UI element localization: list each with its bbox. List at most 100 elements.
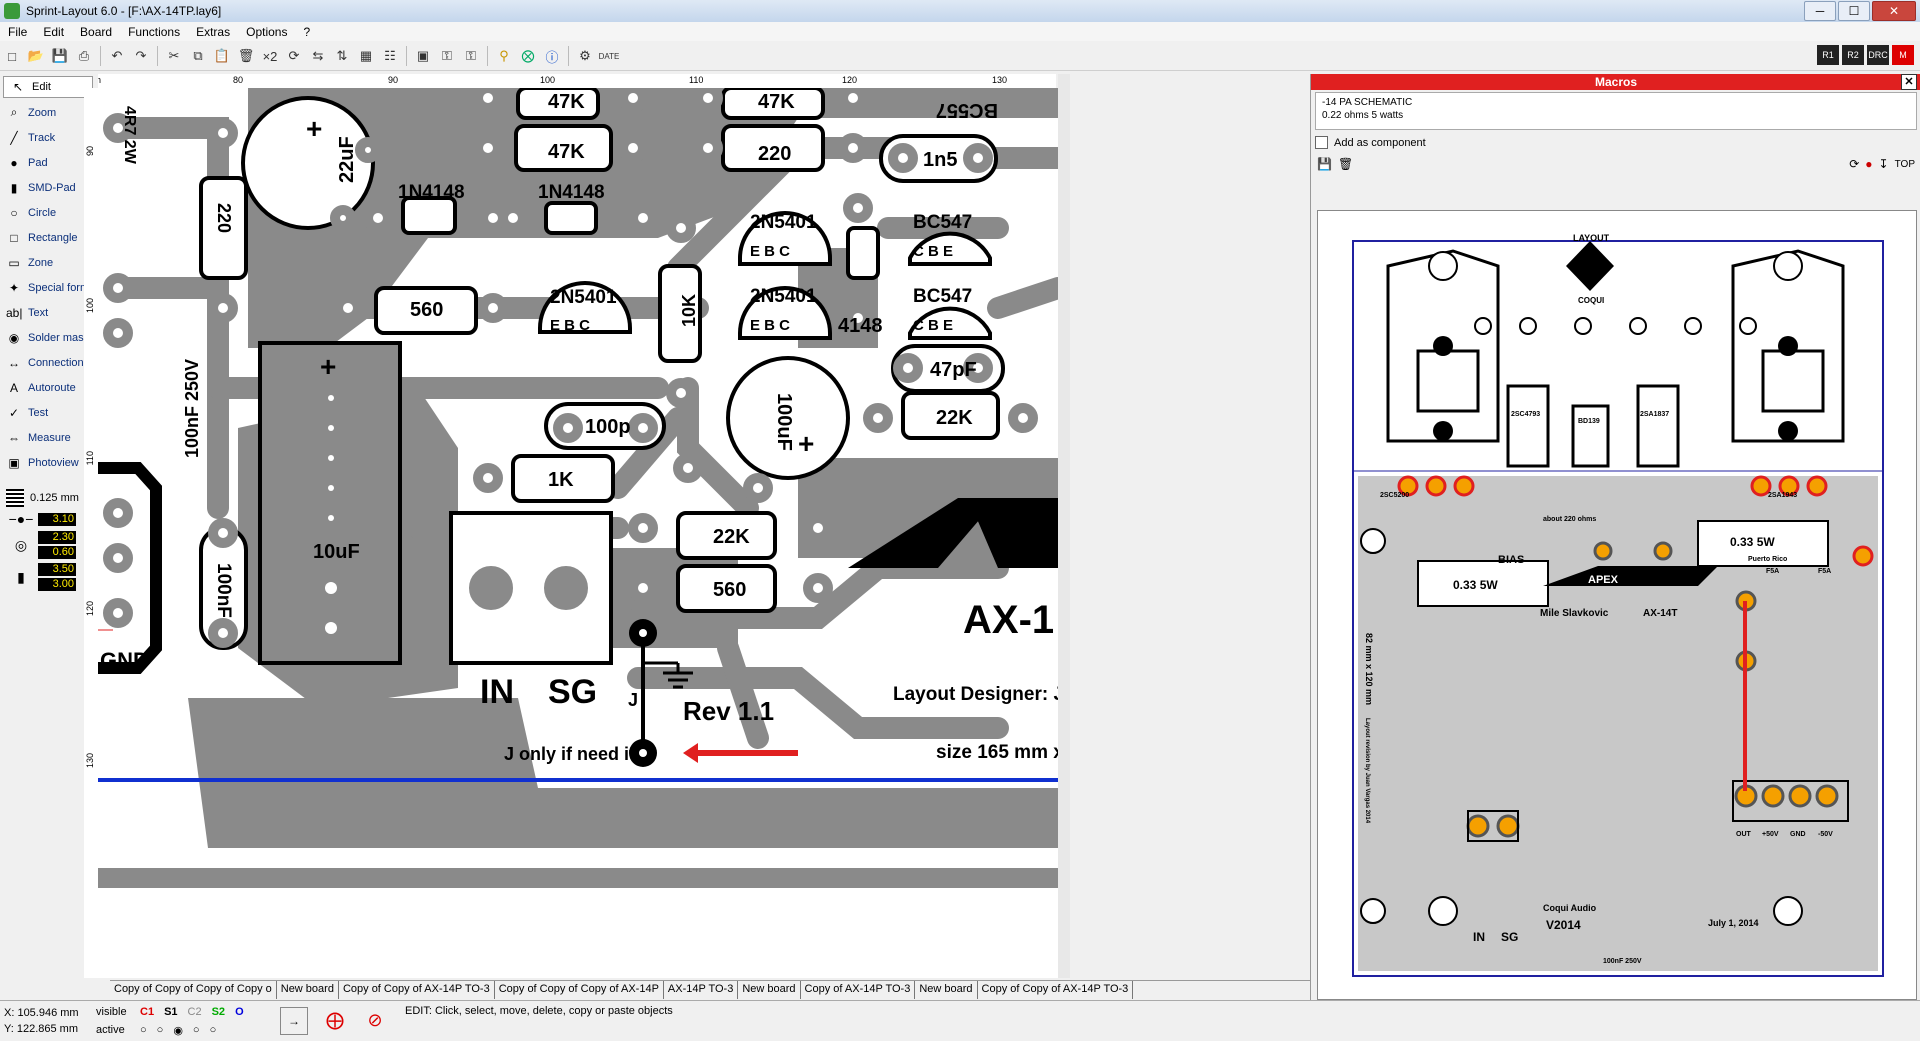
board-tab[interactable]: Copy of Copy of Copy of Copy o xyxy=(110,981,277,999)
pad-outer-value[interactable]: 2.30 xyxy=(38,531,76,544)
cut-icon[interactable]: ✂ xyxy=(168,48,180,63)
pad-size-control[interactable]: ◎ 2.30 0.60 xyxy=(4,531,96,559)
close-button[interactable]: ✕ xyxy=(1872,1,1916,21)
board-tab[interactable]: Copy of Copy of Copy of AX-14P xyxy=(495,981,664,999)
pcb-canvas[interactable]: 47K 47K 47K 220 1n5 BC557 22uF + 220 4R7… xyxy=(98,88,1058,978)
m-button[interactable]: M xyxy=(1892,45,1914,65)
radio-c2[interactable]: ◉ xyxy=(173,1024,183,1037)
board-tab[interactable]: New board xyxy=(277,981,339,999)
macro-list[interactable]: -14 PA SCHEMATIC 0.22 ohms 5 watts xyxy=(1315,92,1917,130)
board-tab[interactable]: Copy of AX-14P TO-3 xyxy=(801,981,916,999)
menu-edit[interactable]: Edit xyxy=(43,24,65,39)
record-icon[interactable]: ● xyxy=(1865,157,1873,171)
radio-s2[interactable]: ○ xyxy=(192,1024,200,1036)
crosshair-icon[interactable]: ⨁ xyxy=(326,1010,344,1030)
tool-circle[interactable]: ○Circle xyxy=(0,200,96,225)
rotate-icon[interactable]: ⟳ xyxy=(288,48,300,63)
tool-zone[interactable]: ▭Zone xyxy=(0,250,96,275)
macro-item[interactable]: -14 PA SCHEMATIC xyxy=(1322,97,1413,108)
save-icon[interactable]: 💾 xyxy=(51,48,69,63)
snap-icon[interactable]: ☷ xyxy=(384,48,396,63)
save-icon[interactable]: 💾 xyxy=(1317,157,1332,171)
radio-c1[interactable]: ○ xyxy=(140,1024,147,1036)
unlock-icon[interactable]: ⚿ xyxy=(466,48,476,63)
macro-item[interactable]: 0.22 ohms 5 watts xyxy=(1322,110,1404,121)
layer-c2[interactable]: C2 xyxy=(187,1006,202,1018)
paste-icon[interactable]: 📋 xyxy=(213,48,231,63)
tool-measure[interactable]: ⇔Measure xyxy=(0,425,96,450)
board-tab[interactable]: New board xyxy=(915,981,978,999)
grid-size[interactable]: 0.125 mm xyxy=(0,489,96,507)
track-width-control[interactable]: −●− 3.10 xyxy=(4,511,96,527)
tool-test[interactable]: ✓Test xyxy=(0,400,96,425)
menu-help[interactable]: ? xyxy=(303,24,311,39)
open-folder-icon[interactable]: 📂 xyxy=(27,48,45,63)
delete-icon[interactable]: 🗑 xyxy=(1337,157,1354,171)
menu-options[interactable]: Options xyxy=(246,24,288,39)
redo-icon[interactable]: ↷ xyxy=(135,48,147,63)
pad-inner-value[interactable]: 0.60 xyxy=(38,546,76,559)
menu-extras[interactable]: Extras xyxy=(196,24,231,39)
smd-height-value[interactable]: 3.00 xyxy=(38,578,76,591)
tool-special-form[interactable]: ✦Special form xyxy=(0,275,96,300)
mirror-vertical-icon[interactable]: ⇅ xyxy=(336,48,348,63)
menu-functions[interactable]: Functions xyxy=(128,24,181,39)
minimize-button[interactable]: ─ xyxy=(1804,1,1836,21)
refresh-icon[interactable]: ⟳ xyxy=(1849,157,1860,171)
drc-button[interactable]: DRC xyxy=(1867,45,1889,65)
no-connection-icon[interactable]: ⊘ xyxy=(367,1010,383,1030)
menu-board[interactable]: Board xyxy=(80,24,113,39)
macro-preview[interactable]: LAYOUT COQUI 2SC4793 BD139 2SA1837 2SC52… xyxy=(1317,210,1917,1000)
undo-icon[interactable]: ↶ xyxy=(111,48,123,63)
tool-photoview[interactable]: ▣Photoview xyxy=(0,450,96,475)
r1-button[interactable]: R1 xyxy=(1817,45,1839,65)
settings-gear-icon[interactable]: ⚙ xyxy=(579,48,591,63)
zoom-icon[interactable]: ⚲ xyxy=(499,48,509,63)
new-file-icon[interactable]: □ xyxy=(8,48,16,64)
group-icon[interactable]: ▣ xyxy=(416,48,430,63)
smd-width-value[interactable]: 3.50 xyxy=(38,563,76,576)
layer-s2[interactable]: S2 xyxy=(211,1006,226,1018)
print-icon[interactable]: ⎙ xyxy=(78,48,90,63)
preview-dims: 82 mm x 120 mm xyxy=(1364,633,1374,705)
tool-rectangle[interactable]: □Rectangle xyxy=(0,225,96,250)
board-tab[interactable]: New board xyxy=(738,981,801,999)
mirror-horizontal-icon[interactable]: ⇆ xyxy=(312,48,324,63)
radio-o[interactable]: ○ xyxy=(209,1024,217,1036)
menu-file[interactable]: File xyxy=(8,24,28,39)
layer-c1[interactable]: C1 xyxy=(140,1006,155,1018)
cursor-tool-icon[interactable]: → xyxy=(280,1007,308,1035)
tool-solder-mask[interactable]: ◉Solder mask xyxy=(0,325,96,350)
board-tab[interactable]: Copy of Copy of AX-14P TO-3 xyxy=(339,981,495,999)
lock-icon[interactable]: ⚿ xyxy=(442,48,452,63)
tool-track[interactable]: ╱Track xyxy=(0,125,96,150)
zoom-fit-icon[interactable]: ⨂ xyxy=(521,48,535,63)
tool-zoom[interactable]: ⌕Zoom xyxy=(0,100,96,125)
tool-text[interactable]: ab|Text xyxy=(0,300,96,325)
vertical-scrollbar[interactable] xyxy=(1058,74,1070,978)
smd-size-control[interactable]: ▮ 3.50 3.00 xyxy=(4,563,96,591)
board-tab[interactable]: Copy of Copy of AX-14P TO-3 xyxy=(978,981,1134,999)
layer-s1[interactable]: S1 xyxy=(164,1006,178,1018)
maximize-button[interactable]: ☐ xyxy=(1838,1,1870,21)
copy-icon[interactable]: ⧉ xyxy=(193,48,203,63)
top-layer-icon[interactable]: ↧ xyxy=(1878,157,1889,171)
macros-close-button[interactable]: ✕ xyxy=(1901,74,1917,90)
pcb-layout-drawing[interactable]: 47K 47K 47K 220 1n5 BC557 22uF + 220 4R7… xyxy=(98,88,1058,978)
r2-button[interactable]: R2 xyxy=(1842,45,1864,65)
add-as-component-checkbox[interactable]: Add as component xyxy=(1315,136,1917,149)
track-width-value[interactable]: 3.10 xyxy=(38,512,76,526)
tool-connections[interactable]: ↔Connections xyxy=(0,350,96,375)
duplicate-icon[interactable]: ×2 xyxy=(262,48,278,64)
align-icon[interactable]: ▦ xyxy=(359,48,373,63)
delete-icon[interactable]: 🗑 xyxy=(237,48,255,63)
tool-edit[interactable]: ↖Edit xyxy=(3,76,93,98)
info-icon[interactable]: ⓘ xyxy=(545,49,559,65)
date-icon[interactable]: DATE xyxy=(598,51,620,61)
board-tab[interactable]: AX-14P TO-3 xyxy=(664,981,739,999)
tool-smd-pad[interactable]: ▮SMD-Pad xyxy=(0,175,96,200)
radio-s1[interactable]: ○ xyxy=(156,1024,164,1036)
layer-o[interactable]: O xyxy=(235,1006,244,1018)
tool-pad[interactable]: ●Pad xyxy=(0,150,96,175)
